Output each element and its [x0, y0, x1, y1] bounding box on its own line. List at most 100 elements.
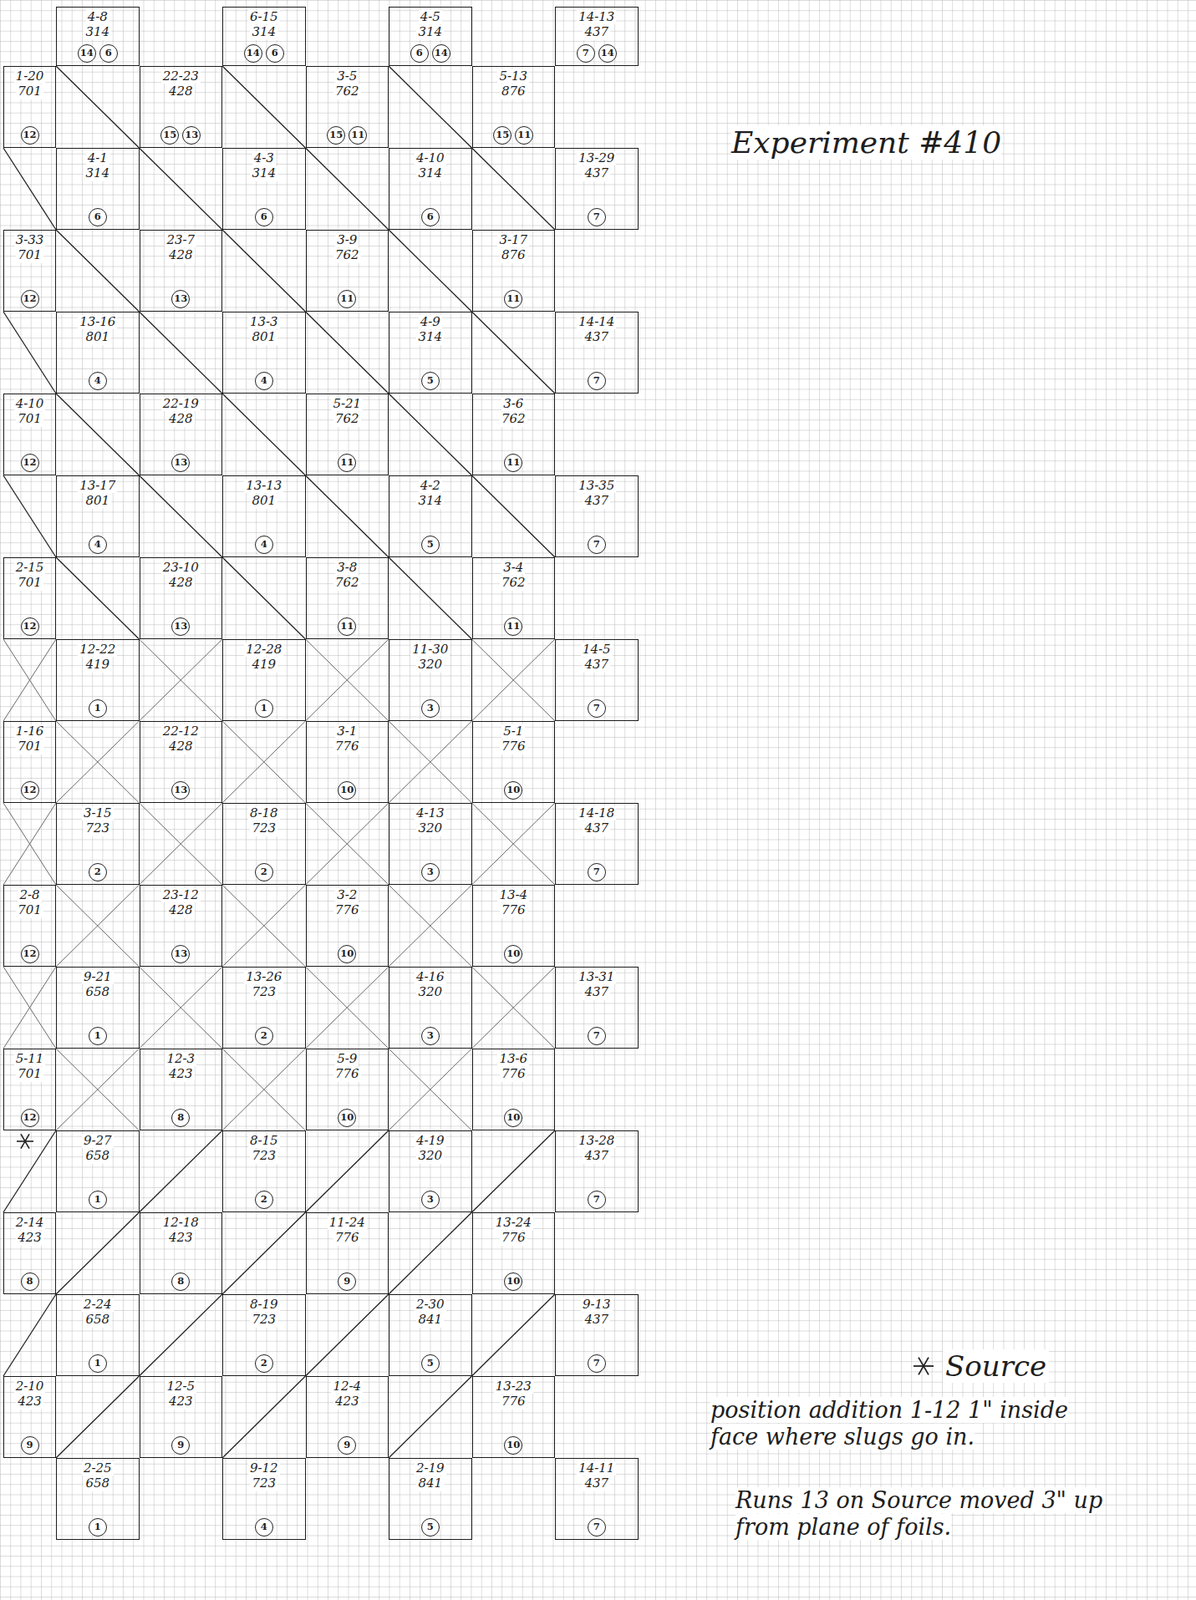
circled-number: 13	[171, 453, 190, 473]
diagonal-line	[388, 1212, 473, 1295]
sample-box: 4-8314146	[55, 6, 140, 67]
position-number: 1	[94, 1358, 102, 1370]
position-number: 8	[177, 1277, 184, 1288]
sample-id: 13-4	[497, 888, 530, 903]
sample-id: 14-13	[576, 10, 616, 25]
sample-id: 13-16	[77, 315, 118, 330]
sample-box: 2-308415	[388, 1294, 473, 1377]
diagonal-line	[472, 147, 556, 230]
position-number: 9	[25, 1440, 33, 1451]
position-number: 10	[340, 785, 354, 796]
circle-row: 3	[421, 1027, 440, 1046]
circled-number: 2	[88, 863, 107, 882]
slug-number: 437	[582, 821, 611, 836]
sample-box: 12-284191	[222, 639, 306, 722]
sample-box: 2-1570112	[3, 557, 56, 640]
diagonal-line	[55, 1376, 140, 1459]
sample-box: 14-144377	[554, 311, 639, 394]
slug-number: 723	[249, 1149, 278, 1164]
sample-id: 13-3	[248, 315, 280, 330]
circle-row: 3	[421, 863, 440, 882]
sample-id: 1-16	[14, 724, 46, 739]
diagonal-lines	[3, 66, 555, 1459]
sample-box: 1-1670112	[3, 721, 56, 804]
sample-id: 3-1	[335, 724, 359, 739]
circle-row: 11	[337, 453, 357, 473]
circle-row: 6	[421, 208, 440, 227]
position-number: 1	[94, 703, 102, 714]
sample-box: 3-3370112	[3, 229, 56, 312]
sample-box: 22-234281513	[139, 66, 224, 148]
sample-id: 14-5	[580, 642, 613, 657]
circle-row: 13	[171, 617, 190, 637]
diagonal-line	[305, 803, 390, 886]
slug-number: 314	[416, 493, 444, 509]
position-number: 11	[351, 130, 365, 141]
sample-box: 2-246581	[55, 1294, 140, 1377]
sample-box: 22-1242813	[139, 721, 224, 804]
sample-id: 23-10	[161, 560, 201, 576]
slug-number: 701	[15, 575, 44, 591]
sample-id: 22-12	[161, 724, 201, 739]
circle-row: 5	[421, 371, 440, 391]
position-number: 2	[260, 1031, 268, 1042]
slug-number: 801	[83, 330, 112, 345]
circle-row: 11	[503, 453, 523, 473]
diagonal-line	[472, 803, 556, 886]
diagonal-line	[388, 885, 473, 967]
star-symbol	[910, 1353, 937, 1380]
circle-row: 1	[254, 699, 274, 718]
circle-row: 2	[88, 863, 107, 882]
position-number: 4	[94, 376, 102, 387]
circled-number: 10	[337, 781, 357, 800]
sample-id: 3-9	[335, 233, 359, 248]
position-number: 12	[22, 130, 36, 141]
slug-number: 762	[333, 248, 362, 263]
sample-box: 3-277610	[305, 885, 390, 967]
sample-id: 2-10	[14, 1379, 46, 1395]
position-number: 14	[80, 48, 94, 59]
sample-box: 8-157232	[222, 1130, 306, 1213]
circled-number: 12	[20, 126, 40, 145]
sample-box: 13-477610	[472, 885, 556, 967]
sample-box: 12-224191	[55, 639, 140, 722]
circle-row: 5	[421, 535, 440, 555]
position-number: 10	[506, 949, 520, 960]
position-number: 8	[177, 1113, 184, 1124]
slug-number: 437	[582, 493, 611, 509]
sample-id: 8-15	[248, 1134, 280, 1149]
circled-number: 3	[421, 1190, 440, 1210]
circled-number: 1	[254, 699, 274, 718]
sample-box: 13-138014	[222, 475, 306, 558]
sample-box: 14-184377	[554, 803, 639, 886]
sample-id: 4-10	[14, 396, 46, 412]
sample-box: 12-44239	[305, 1376, 390, 1459]
note: Runs 13 on Source moved 3" up from plane…	[735, 1487, 1129, 1542]
sample-box: 5-977610	[305, 1048, 390, 1131]
diagonal-line	[472, 311, 556, 394]
slug-number: 801	[83, 493, 112, 509]
slug-number: 437	[582, 657, 611, 672]
circle-row: 7	[587, 1518, 606, 1537]
circle-row: 1513	[160, 126, 201, 145]
circled-number: 1	[88, 1518, 107, 1537]
slug-number: 776	[333, 1067, 362, 1082]
diagonal-line	[305, 311, 390, 394]
circle-row: 12	[20, 1109, 40, 1128]
slug-number: 723	[249, 1313, 278, 1328]
diagonal-line	[3, 1294, 56, 1377]
diagonal-line	[222, 66, 306, 148]
slug-number: 801	[249, 330, 278, 345]
circled-number: 7	[587, 863, 606, 882]
slug-number: 423	[15, 1231, 44, 1246]
diagonal-line	[388, 557, 473, 640]
circle-row: 11	[503, 290, 523, 309]
position-number: 10	[506, 1113, 520, 1124]
position-number: 11	[340, 458, 354, 469]
circled-number: 12	[20, 781, 40, 800]
diagonal-line	[305, 803, 390, 886]
position-number: 6	[416, 48, 423, 59]
circle-row: 9	[337, 1436, 357, 1456]
circled-number: 4	[254, 1518, 274, 1537]
slug-number: 762	[333, 412, 362, 427]
